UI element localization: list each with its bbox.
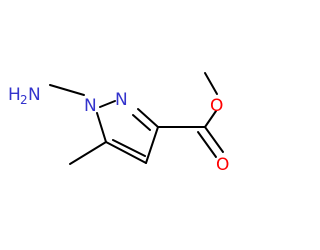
ring-n1-label: N [84,96,97,116]
bond-ester-o-methyl [204,72,218,95]
bond-carbonyl-double [204,126,224,153]
bond-c3-n2-inner [132,114,151,131]
bond-n2-n1 [99,100,116,108]
amino-subscript-label: 2 [20,93,28,107]
amino-n-label: N [28,85,41,105]
ester-o-label: O [210,96,223,116]
bond-carbonyl-double-inner [197,131,217,158]
bond-c3-n2 [137,108,159,128]
bond-c4-c3 [145,126,159,164]
ring-n2-label: N [115,90,128,110]
amino-h-label: H [8,85,21,105]
molecule-structure: H 2 N N N O O [0,0,250,250]
background [0,0,250,250]
bond-c5-c4 [105,141,147,164]
bond-methyl-c5 [69,141,107,165]
carbonyl-o-label: O [216,155,229,175]
bond-n1-c5 [96,112,107,143]
bond-carbonyl-c-ester-o [204,110,217,128]
bond-n1-amino [49,84,85,96]
bond-c5-c4-inner [112,139,146,157]
